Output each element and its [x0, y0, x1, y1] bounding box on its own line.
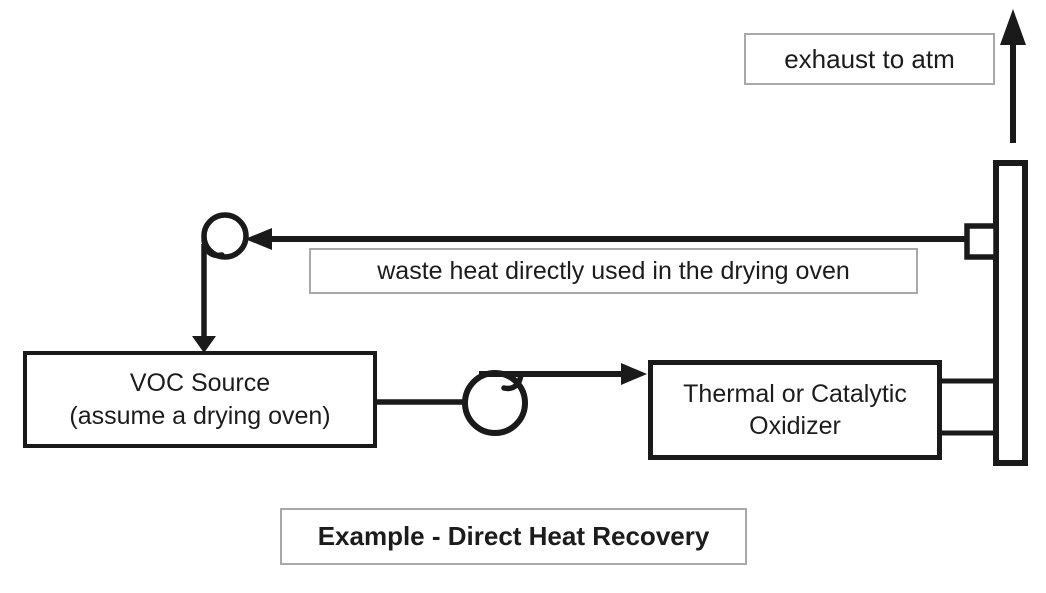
voc-source-node: VOC Source (assume a drying oven)	[23, 351, 377, 448]
voc-source-line2: (assume a drying oven)	[69, 401, 331, 430]
voc-source-line1: VOC Source	[129, 369, 271, 397]
heat-exchanger-icon	[964, 160, 1028, 466]
exhaust-label-box: exhaust to atm	[744, 33, 995, 85]
oxidizer-line1: Thermal or Catalytic	[683, 379, 907, 408]
waste-heat-label-box: waste heat directly used in the drying o…	[309, 248, 918, 294]
oxidizer-to-exchanger-ducts	[941, 378, 996, 436]
fan-to-oxidizer-line	[479, 363, 647, 385]
waste-heat-return-line	[245, 228, 967, 250]
diagram-title-box: Example - Direct Heat Recovery	[280, 508, 747, 565]
fan-to-voc-line	[192, 244, 216, 353]
supply-fan-icon	[462, 370, 528, 436]
exhaust-arrow	[1000, 9, 1026, 143]
waste-heat-label: waste heat directly used in the drying o…	[377, 256, 850, 285]
recycle-fan-icon	[201, 212, 249, 260]
exhaust-label: exhaust to atm	[784, 43, 955, 74]
diagram-title: Example - Direct Heat Recovery	[317, 521, 710, 551]
oxidizer-node: Thermal or Catalytic Oxidizer	[648, 360, 942, 460]
oxidizer-line2: Oxidizer	[749, 412, 841, 440]
